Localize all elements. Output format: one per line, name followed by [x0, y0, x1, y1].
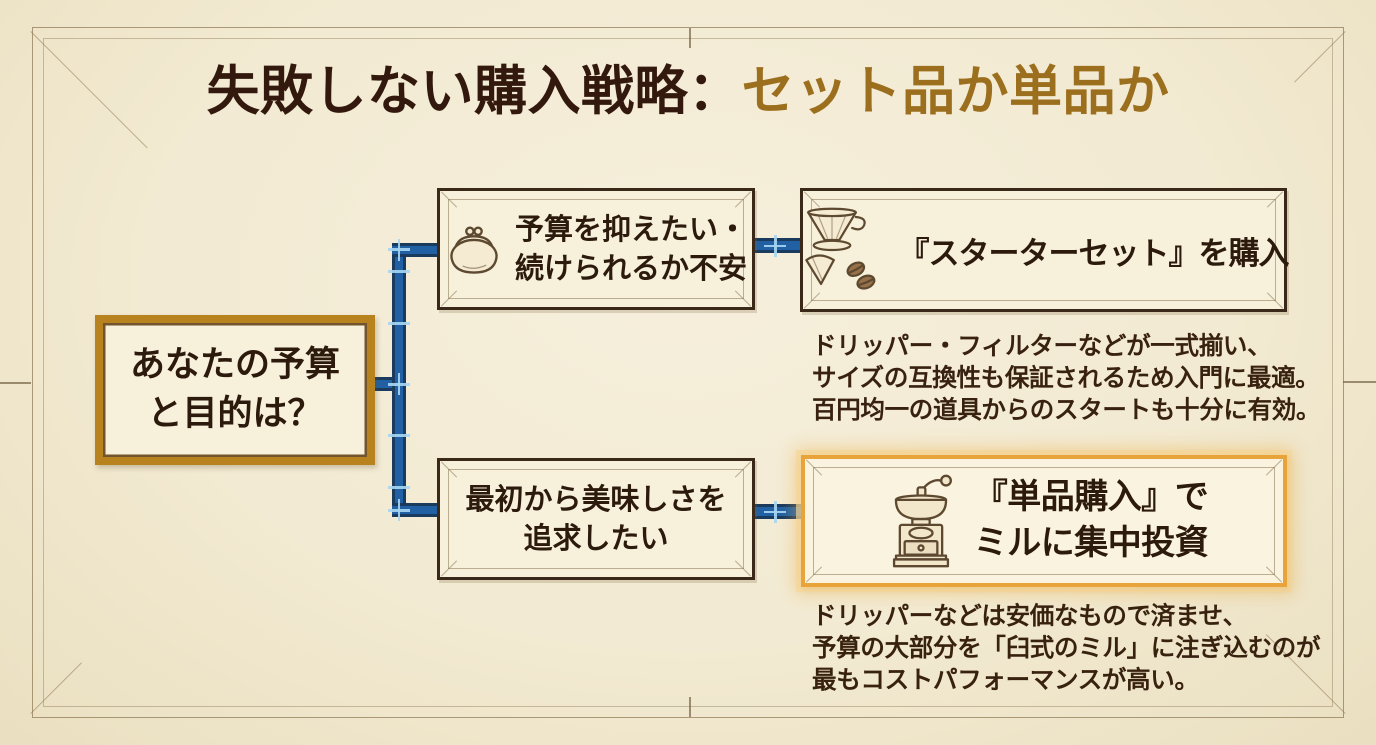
frame-edge-tick: [689, 697, 691, 717]
condition-box-taste: 最初から美味しさを 追求したい: [437, 458, 755, 580]
frame-edge-tick: [689, 28, 691, 48]
title-prefix: 失敗しない購入戦略：: [206, 61, 742, 122]
root-question-box: あなたの予算 と目的は？: [95, 315, 375, 465]
coffee-mill-icon: [892, 474, 952, 568]
description-line: 最もコストパフォーマンスが高い。: [812, 665, 1199, 694]
connector-tick: [774, 234, 777, 257]
description-line: 予算の大部分を「臼式のミル」に注ぎ込むのが: [812, 633, 1321, 662]
connector-tick: [388, 270, 410, 273]
condition-text-line: 追求したい: [523, 521, 669, 555]
connector-branch-top: [392, 243, 438, 257]
connector-branch-bottom: [392, 503, 438, 517]
description-single-purchase: ドリッパーなどは安価なもので済ませ、 予算の大部分を「臼式のミル」に注ぎ込むのが…: [812, 600, 1321, 696]
root-question-line: あなたの予算: [129, 345, 340, 385]
starter-set-label: 『スターターセット』を購入: [898, 235, 1290, 272]
root-question-line: と目的は？: [147, 394, 323, 434]
result-box-starter-set: 『スターターセット』を購入: [800, 188, 1290, 312]
condition-text-line: 予算を抑えたい・: [514, 212, 747, 247]
description-starter-set: ドリッパー・フィルターなどが一式揃い、 サイズの互換性も保証されるため入門に最適…: [812, 330, 1321, 426]
dripper-filter-beans-icon: [804, 207, 875, 290]
condition-text-line: 続けられるか不安: [514, 251, 747, 285]
description-line: ドリッパーなどは安価なもので済ませ、: [812, 601, 1247, 630]
single-purchase-line: 『単品購入』で: [973, 477, 1209, 518]
coin-purse-icon: [450, 226, 498, 274]
connector-tick: [388, 434, 410, 437]
description-line: ドリッパー・フィルターなどが一式揃い、: [812, 331, 1272, 360]
frame-edge-tick: [0, 382, 31, 384]
single-purchase-line: ミルに集中投資: [973, 523, 1209, 563]
connector-tick: [388, 486, 410, 489]
condition-text-line: 最初から美味しさを: [465, 482, 727, 517]
description-line: サイズの互換性も保証されるため入門に最適。: [812, 363, 1320, 392]
connector-tick: [397, 499, 400, 521]
description-line: 百円均一の道具からのスタートも十分に有効。: [812, 395, 1321, 424]
connector-tick: [388, 322, 410, 325]
page-title: 失敗しない購入戦略：セット品か単品か: [0, 60, 1376, 124]
condition-box-budget: 予算を抑えたい・ 続けられるか不安: [437, 188, 755, 310]
connector-tick: [397, 239, 400, 261]
connector-tick: [774, 500, 777, 523]
frame-edge-tick: [1343, 381, 1376, 383]
frame-corner-diagonal: [30, 662, 82, 714]
result-box-single-purchase: 『単品購入』で ミルに集中投資: [801, 455, 1287, 587]
title-highlight: セット品か単品か: [737, 61, 1180, 123]
connector-tick: [397, 373, 400, 395]
